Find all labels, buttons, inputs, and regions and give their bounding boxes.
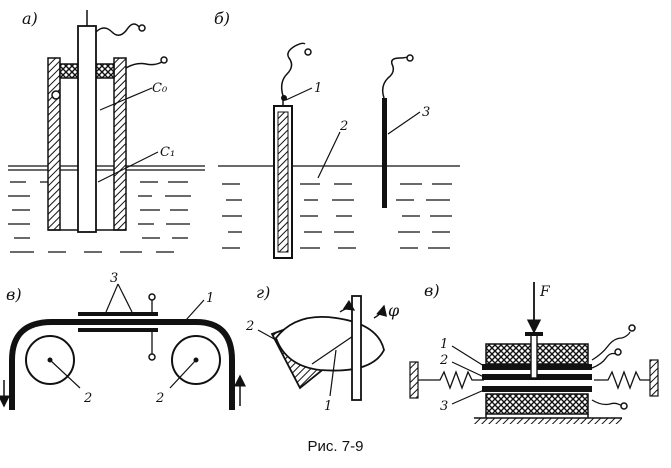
label-c0: C₀	[152, 81, 168, 96]
panel-b: б) 1 2 3	[214, 9, 460, 259]
upper-plate-3	[78, 312, 158, 316]
moving-belt	[9, 319, 235, 410]
panel-d: в) F 1 2 3	[409, 281, 659, 424]
label-g-2: 2	[245, 319, 254, 334]
panel-v-letter: в)	[6, 285, 22, 304]
spring-left	[418, 370, 484, 390]
panel-d-letter: в)	[424, 281, 440, 300]
outer-cylinder-right-wall	[113, 57, 127, 231]
lead-wire	[591, 399, 623, 407]
ground-base	[474, 418, 622, 424]
label-d-2: 2	[439, 353, 448, 368]
rotation-arrow-icon	[339, 299, 356, 313]
terminal-icon	[304, 48, 312, 56]
panel-g-letter: г)	[256, 283, 270, 302]
label-d-1: 1	[440, 337, 448, 352]
label-g-1: 1	[324, 399, 332, 414]
lead-wire-3	[381, 55, 411, 99]
label-b-2: 2	[339, 119, 348, 134]
label-v-1: 1	[206, 291, 214, 306]
terminal-icon	[138, 24, 146, 32]
terminal-icon	[614, 348, 622, 356]
figure-caption: Рис. 7-9	[307, 438, 364, 455]
terminal-icon	[406, 54, 414, 62]
inner-electrode-rod	[77, 25, 97, 233]
terminal-icon	[148, 293, 156, 301]
vent-hole-icon	[51, 90, 61, 100]
panel-v: в) 3 1 2 2	[0, 271, 246, 410]
pin-head	[525, 332, 543, 336]
panel-a-liquid	[8, 165, 205, 253]
panel-a-letter: а)	[22, 9, 38, 28]
label-c1: C₁	[160, 145, 175, 160]
shaft	[351, 295, 362, 401]
panel-a: а) C₀ C₁	[8, 9, 205, 253]
label-b-3: 3	[422, 105, 430, 120]
right-wall	[649, 359, 659, 397]
terminal-icon	[148, 353, 156, 361]
plate-insulation	[277, 111, 289, 253]
terminal-icon	[620, 402, 628, 410]
panel-b-liquid	[218, 165, 460, 249]
lead-wire	[591, 331, 631, 361]
label-v-2-left: 2	[83, 391, 92, 406]
left-wall	[409, 361, 419, 399]
rotation-arrow-icon	[373, 304, 388, 319]
lead-wire-inner	[95, 23, 141, 36]
label-d-3: 3	[440, 399, 448, 414]
lower-plate-3	[78, 328, 158, 332]
label-g-phi: φ	[388, 301, 400, 320]
outer-cylinder-left-wall	[47, 57, 61, 231]
panel-g: г) φ 2 1	[245, 283, 400, 414]
spring-right	[594, 370, 650, 390]
pressure-pin	[530, 333, 538, 379]
lead-wire-outer	[125, 61, 163, 69]
label-v-2-right: 2	[155, 391, 164, 406]
bottom-insulator	[485, 393, 589, 415]
terminal-icon	[160, 56, 168, 64]
rod-electrode-3	[382, 98, 387, 208]
electrode-layer-3	[482, 386, 592, 392]
lead-wire	[591, 352, 617, 369]
label-d-force: F	[539, 284, 551, 300]
contact-dot-icon	[281, 95, 287, 101]
label-b-1: 1	[314, 81, 322, 96]
label-v-3: 3	[110, 271, 118, 286]
lead-wire-1	[280, 42, 306, 106]
terminal-icon	[628, 324, 636, 332]
panel-b-letter: б)	[214, 9, 230, 28]
